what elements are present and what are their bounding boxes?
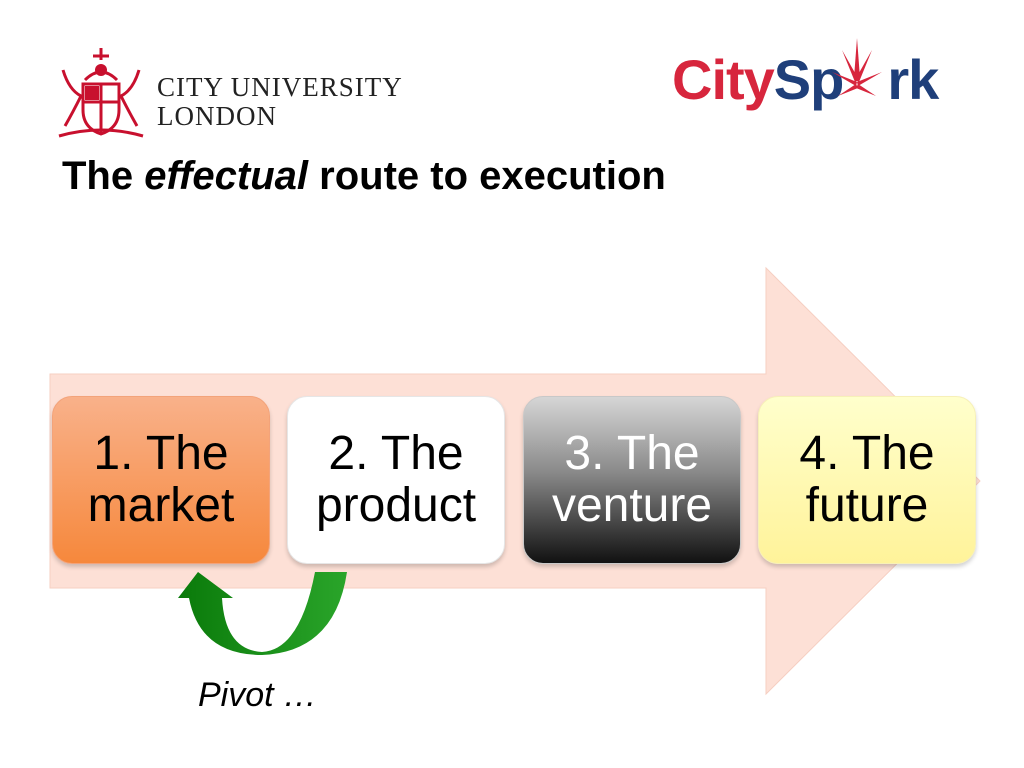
title-emphasis: effectual — [144, 154, 309, 198]
university-name-line1: CITY UNIVERSITY — [157, 72, 403, 102]
city-university-logo: CITY UNIVERSITY LONDON — [55, 40, 405, 140]
pivot-label: Pivot … — [198, 676, 318, 714]
spark-burst-icon — [832, 38, 882, 96]
university-name-line2: LONDON — [157, 101, 277, 131]
big-process-arrow — [49, 266, 981, 696]
slide-title: The effectual route to execution — [62, 154, 666, 198]
city-university-crest-icon — [58, 48, 144, 138]
pivot-u-turn-arrow — [178, 572, 347, 655]
